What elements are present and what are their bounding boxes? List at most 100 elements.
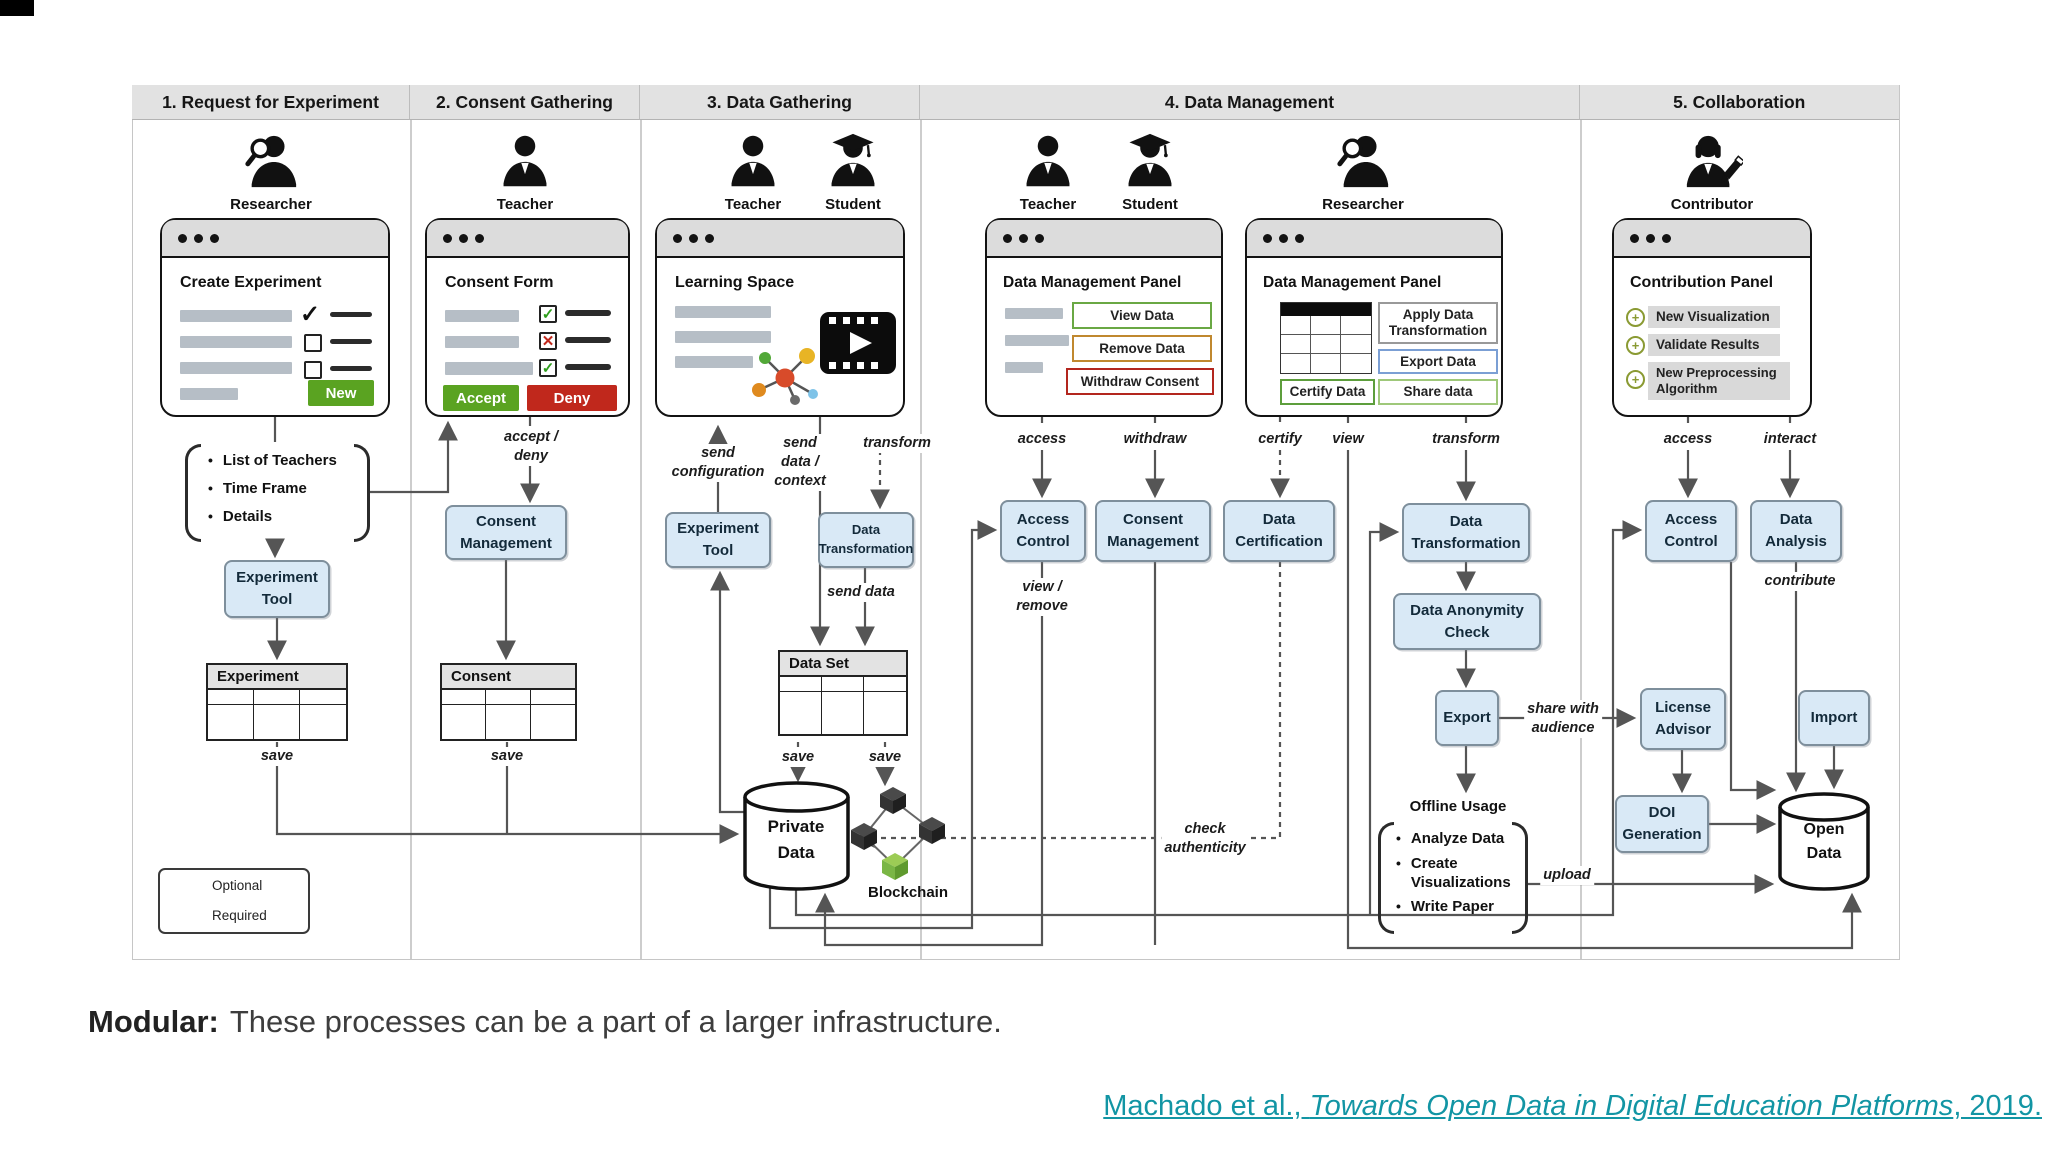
doi-generation-box: DOI Generation (1615, 795, 1709, 853)
data-set-table: Data Set (778, 650, 908, 736)
consent-management-box: Consent Management (1095, 500, 1211, 562)
teacher-icon (731, 135, 775, 187)
screen-artifact (0, 0, 34, 16)
panel-title: Data Management Panel (1263, 274, 1442, 291)
actor-label: Teacher (724, 196, 782, 213)
new-preprocessing-item: New Preprocessing Algorithm (1648, 362, 1790, 400)
new-visualization-item: New Visualization (1648, 306, 1780, 328)
list-item: •Analyze Data (1396, 830, 1508, 849)
check-authenticity-label: check authenticity (1161, 820, 1249, 858)
column-title: 4. Data Management (1164, 91, 1335, 112)
export-data-button: Export Data (1378, 349, 1498, 374)
view-data-button: View Data (1072, 302, 1212, 329)
certify-label: certify (1255, 430, 1305, 449)
form-line (445, 310, 519, 322)
checkbox-empty-icon (304, 334, 322, 352)
teacher-icon (1026, 135, 1070, 187)
license-advisor-box: License Advisor (1640, 688, 1726, 750)
checklist-line (330, 366, 372, 371)
window-titlebar (427, 220, 628, 258)
form-line (445, 336, 519, 348)
withdraw-consent-button: Withdraw Consent (1066, 368, 1214, 395)
column-divider (920, 120, 922, 959)
request-details-items: •List of Teachers •Time Frame •Details (208, 452, 358, 535)
actor-contributor: Contributor (1657, 132, 1767, 213)
actor-label: Student (1122, 196, 1178, 213)
actor-label: Teacher (1019, 196, 1077, 213)
column-divider (1580, 120, 1582, 959)
actor-student: Student (1095, 132, 1205, 213)
form-line (1005, 362, 1043, 373)
list-item-label: List of Teachers (222, 452, 337, 469)
actor-student: Student (798, 132, 908, 213)
column-header-2: 2. Consent Gathering (410, 85, 640, 120)
list-item-label: Analyze Data (1410, 830, 1505, 847)
modular-label: Modular: (88, 1004, 219, 1039)
window-dot-icon (689, 233, 698, 243)
table-cells (208, 690, 346, 739)
data-anonymity-check-box: Data Anonymity Check (1393, 593, 1541, 650)
data-management-window-researcher: Data Management Panel Apply Data Transfo… (1245, 218, 1503, 417)
experiment-table: Experiment (206, 663, 348, 741)
window-dot-icon (210, 233, 219, 243)
column-title: 3. Data Gathering (707, 91, 852, 112)
open-data-label: Open Data (1803, 821, 1845, 862)
window-dot-icon (1019, 233, 1028, 243)
column-divider (640, 120, 642, 959)
window-dot-icon (178, 233, 187, 243)
citation-title: Towards Open Data in Digital Education P… (1309, 1090, 1954, 1122)
bullet-icon: • (208, 479, 213, 496)
contribute-label: contribute (1761, 572, 1839, 591)
legend-optional-label: Optional (212, 878, 263, 893)
interact-label: interact (1760, 430, 1820, 449)
bracket-right (1512, 822, 1528, 934)
citation-prefix: Machado et al., (1103, 1090, 1310, 1122)
window-dot-icon (673, 233, 682, 243)
list-item: •Create Visualizations (1396, 855, 1511, 893)
view-remove-label: view / remove (1013, 578, 1071, 616)
list-item: • List of Teachers (208, 452, 358, 471)
panel-title: Consent Form (445, 274, 554, 291)
window-dot-icon (1295, 233, 1304, 243)
content-line (675, 306, 771, 318)
form-line (180, 336, 292, 348)
window-dot-icon (1035, 233, 1044, 243)
legend (158, 868, 310, 934)
column-header-5: 5. Collaboration (1580, 85, 1899, 120)
save-label: save (778, 748, 818, 767)
window-titlebar (162, 220, 388, 258)
form-line (1005, 308, 1063, 319)
window-dot-icon (1662, 233, 1671, 243)
form-line (180, 362, 292, 374)
column-title: 5. Collaboration (1673, 91, 1806, 112)
withdraw-label: withdraw (1120, 430, 1190, 449)
data-analysis-box: Data Analysis (1750, 500, 1842, 562)
actor-label: Student (825, 196, 881, 213)
checklist-line (330, 339, 372, 344)
column-header-3: 3. Data Gathering (640, 85, 920, 120)
modular-text: These processes can be a part of a large… (229, 1004, 1002, 1039)
actor-researcher: Researcher (1308, 132, 1418, 213)
actor-researcher: Researcher (216, 132, 326, 213)
upload-label: upload (1540, 866, 1594, 885)
bullet-icon: • (208, 452, 213, 468)
plus-icon: + (1626, 370, 1645, 389)
consent-form-window: Consent Form ✓ ✕ ✓ Accept Deny (425, 218, 630, 417)
actor-teacher: Teacher (698, 132, 808, 213)
citation-link[interactable]: Machado et al., Towards Open Data in Dig… (1103, 1090, 2042, 1123)
actor-label: Contributor (1670, 196, 1754, 213)
checkmark-icon: ✓ (300, 301, 321, 328)
modular-note: Modular: These processes can be a part of… (88, 1004, 1002, 1040)
checklist-line (330, 312, 372, 317)
data-certification-box: Data Certification (1223, 500, 1335, 562)
table-title: Data Set (780, 652, 906, 677)
checkbox-accepted-icon: ✓ (539, 359, 557, 377)
checkbox-accepted-icon: ✓ (539, 305, 557, 323)
contributor-icon (1686, 135, 1746, 188)
certify-data-button: Certify Data (1280, 379, 1375, 405)
form-line (445, 362, 533, 375)
blockchain-label: Blockchain (867, 884, 949, 901)
list-item: •Time Frame (208, 480, 358, 499)
save-label: save (487, 747, 527, 766)
